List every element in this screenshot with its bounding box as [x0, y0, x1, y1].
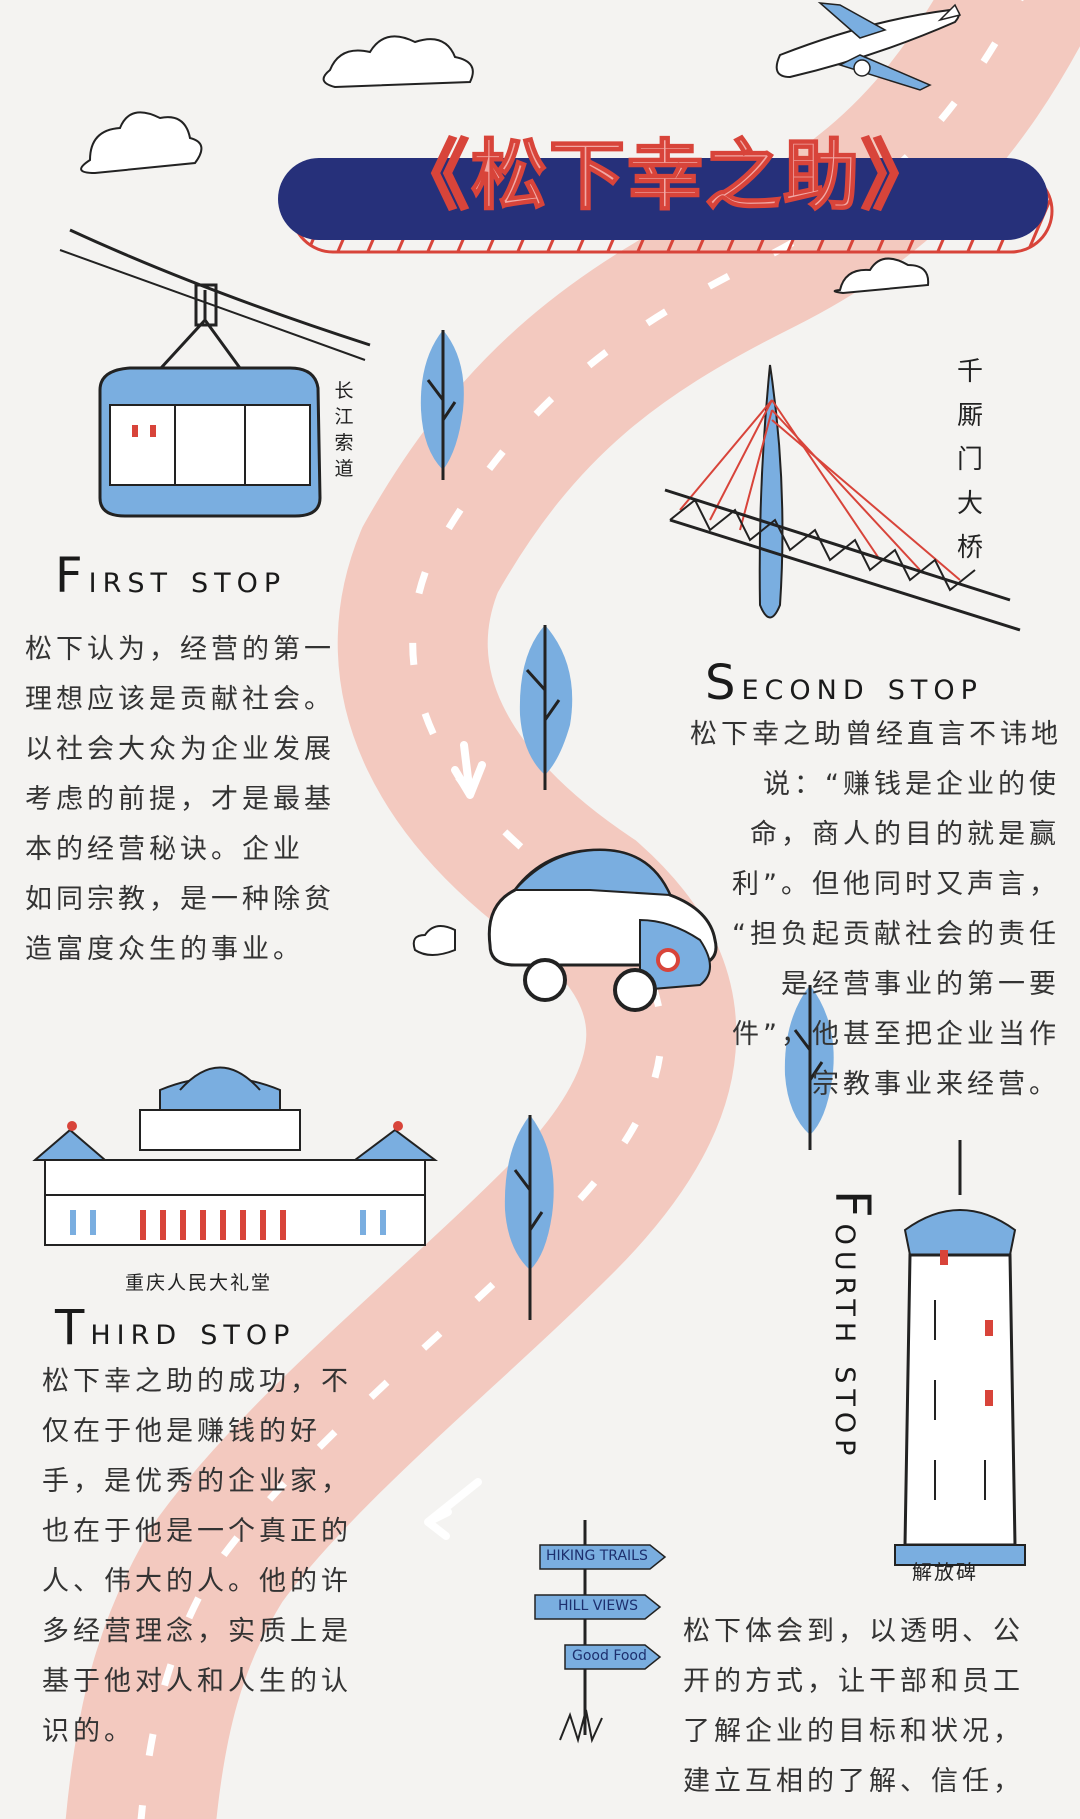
tree-icon — [420, 330, 464, 480]
fourth-stop-heading: Fourth stop — [824, 1190, 880, 1461]
fourth-stop-heading-rest: ourth stop — [827, 1223, 871, 1462]
third-stop-heading: Third stop — [55, 1300, 295, 1356]
text-line: 以社会大众为企业发展 — [25, 734, 335, 765]
first-stop-heading: First stop — [55, 548, 286, 604]
text-line: 仅在于他是赚钱的好 — [42, 1416, 321, 1447]
text-line: 造富度众生的事业。 — [25, 934, 304, 965]
second-stop-heading-cap: S — [705, 655, 742, 711]
text-line: 说：“赚钱是企业的使 — [763, 769, 1060, 800]
text-line: 考虑的前提，才是最基 — [25, 784, 335, 815]
page-title: 《松下幸之助》 — [392, 130, 939, 221]
signpost-illustration — [534, 1520, 667, 1744]
text-line: 手，是优秀的企业家， — [42, 1466, 352, 1497]
road-arrow-icon — [424, 1478, 482, 1540]
text-line: 命，商人的目的就是赢 — [750, 819, 1060, 850]
text-line: 松下幸之助的成功，不 — [42, 1366, 352, 1397]
text-line: 宗教事业来经营。 — [812, 1069, 1060, 1100]
great-hall-illustration — [32, 1066, 438, 1246]
tower-illustration — [894, 1140, 1026, 1566]
first-stop-heading-cap: F — [55, 548, 89, 604]
tree-icon — [784, 985, 834, 1150]
landmark-label-bridge: 千厮门大桥 — [956, 357, 983, 563]
road-arrow-icon — [451, 741, 486, 799]
first-stop-text: 松下认为，经营的第一 理想应该是贡献社会。 以社会大众为企业发展 考虑的前提，才… — [25, 625, 335, 975]
third-stop-heading-rest: hird stop — [90, 1309, 296, 1353]
text-line: 是经营事业的第一要 — [781, 969, 1060, 1000]
airplane-icon — [775, 2, 962, 91]
cloud-icon — [80, 111, 203, 175]
car-icon — [412, 848, 718, 1012]
fourth-stop-text: 松下体会到，以透明、公 开的方式，让干部和员工 了解企业的目标和状况， 建立互相… — [683, 1607, 1024, 1807]
text-line: 理想应该是贡献社会。 — [25, 684, 335, 715]
third-stop-heading-cap: T — [55, 1300, 91, 1356]
fourth-stop-heading-cap: F — [824, 1190, 880, 1224]
sign-label-good-food: Good Food — [572, 1648, 647, 1664]
second-stop-heading: Second stop — [705, 655, 983, 711]
title-block: 《松下幸之助》 — [278, 114, 1054, 264]
text-line: 了解企业的目标和状况， — [683, 1716, 1024, 1747]
tree-icon — [504, 1115, 554, 1320]
text-line: 也在于他是一个真正的 — [42, 1516, 352, 1547]
landmark-label-great-hall: 重庆人民大礼堂 — [125, 1272, 273, 1294]
text-line: 松下体会到，以透明、公 — [683, 1616, 1024, 1647]
text-line: 松下幸之助曾经直言不讳地 — [690, 719, 1062, 750]
text-line: “担负起贡献社会的责任 — [732, 919, 1060, 950]
text-line: 多经营理念，实质上是 — [42, 1616, 352, 1647]
second-stop-heading-rest: econd stop — [741, 664, 983, 708]
text-line: 基于他对人和人生的认 — [42, 1666, 352, 1697]
landmark-label-cable-car: 长江索道 — [334, 380, 354, 480]
text-line: 件”，他甚至把企业当作 — [732, 1019, 1060, 1050]
bridge-illustration — [664, 364, 1021, 632]
text-line: 建立互相的了解、信任， — [683, 1766, 1024, 1797]
text-line: 识的。 — [42, 1716, 135, 1747]
cloud-icon — [833, 257, 930, 295]
third-stop-text: 松下幸之助的成功，不 仅在于他是赚钱的好 手，是优秀的企业家， 也在于他是一个真… — [42, 1357, 352, 1757]
landmark-label-tower: 解放碑 — [912, 1560, 978, 1584]
cable-car-illustration — [59, 228, 371, 518]
first-stop-heading-rest: irst stop — [88, 557, 287, 601]
second-stop-text: 松下幸之助曾经直言不讳地 说：“赚钱是企业的使 命，商人的目的就是赢 利”。但他… — [690, 710, 1060, 1110]
sign-label-hiking-trails: HIKING TRAILS — [546, 1548, 648, 1564]
text-line: 利”。但他同时又声言， — [732, 869, 1060, 900]
text-line: 本的经营秘诀。企业 — [25, 834, 304, 865]
text-line: 人、伟大的人。他的许 — [42, 1566, 352, 1597]
text-line: 如同宗教，是一种除贫 — [25, 884, 335, 915]
sign-label-hill-views: HILL VIEWS — [558, 1598, 638, 1614]
text-line: 开的方式，让干部和员工 — [683, 1666, 1024, 1697]
tree-icon — [519, 625, 573, 790]
title-banner — [278, 158, 1054, 254]
text-line: 松下认为，经营的第一 — [25, 634, 335, 665]
cloud-icon — [322, 35, 474, 89]
